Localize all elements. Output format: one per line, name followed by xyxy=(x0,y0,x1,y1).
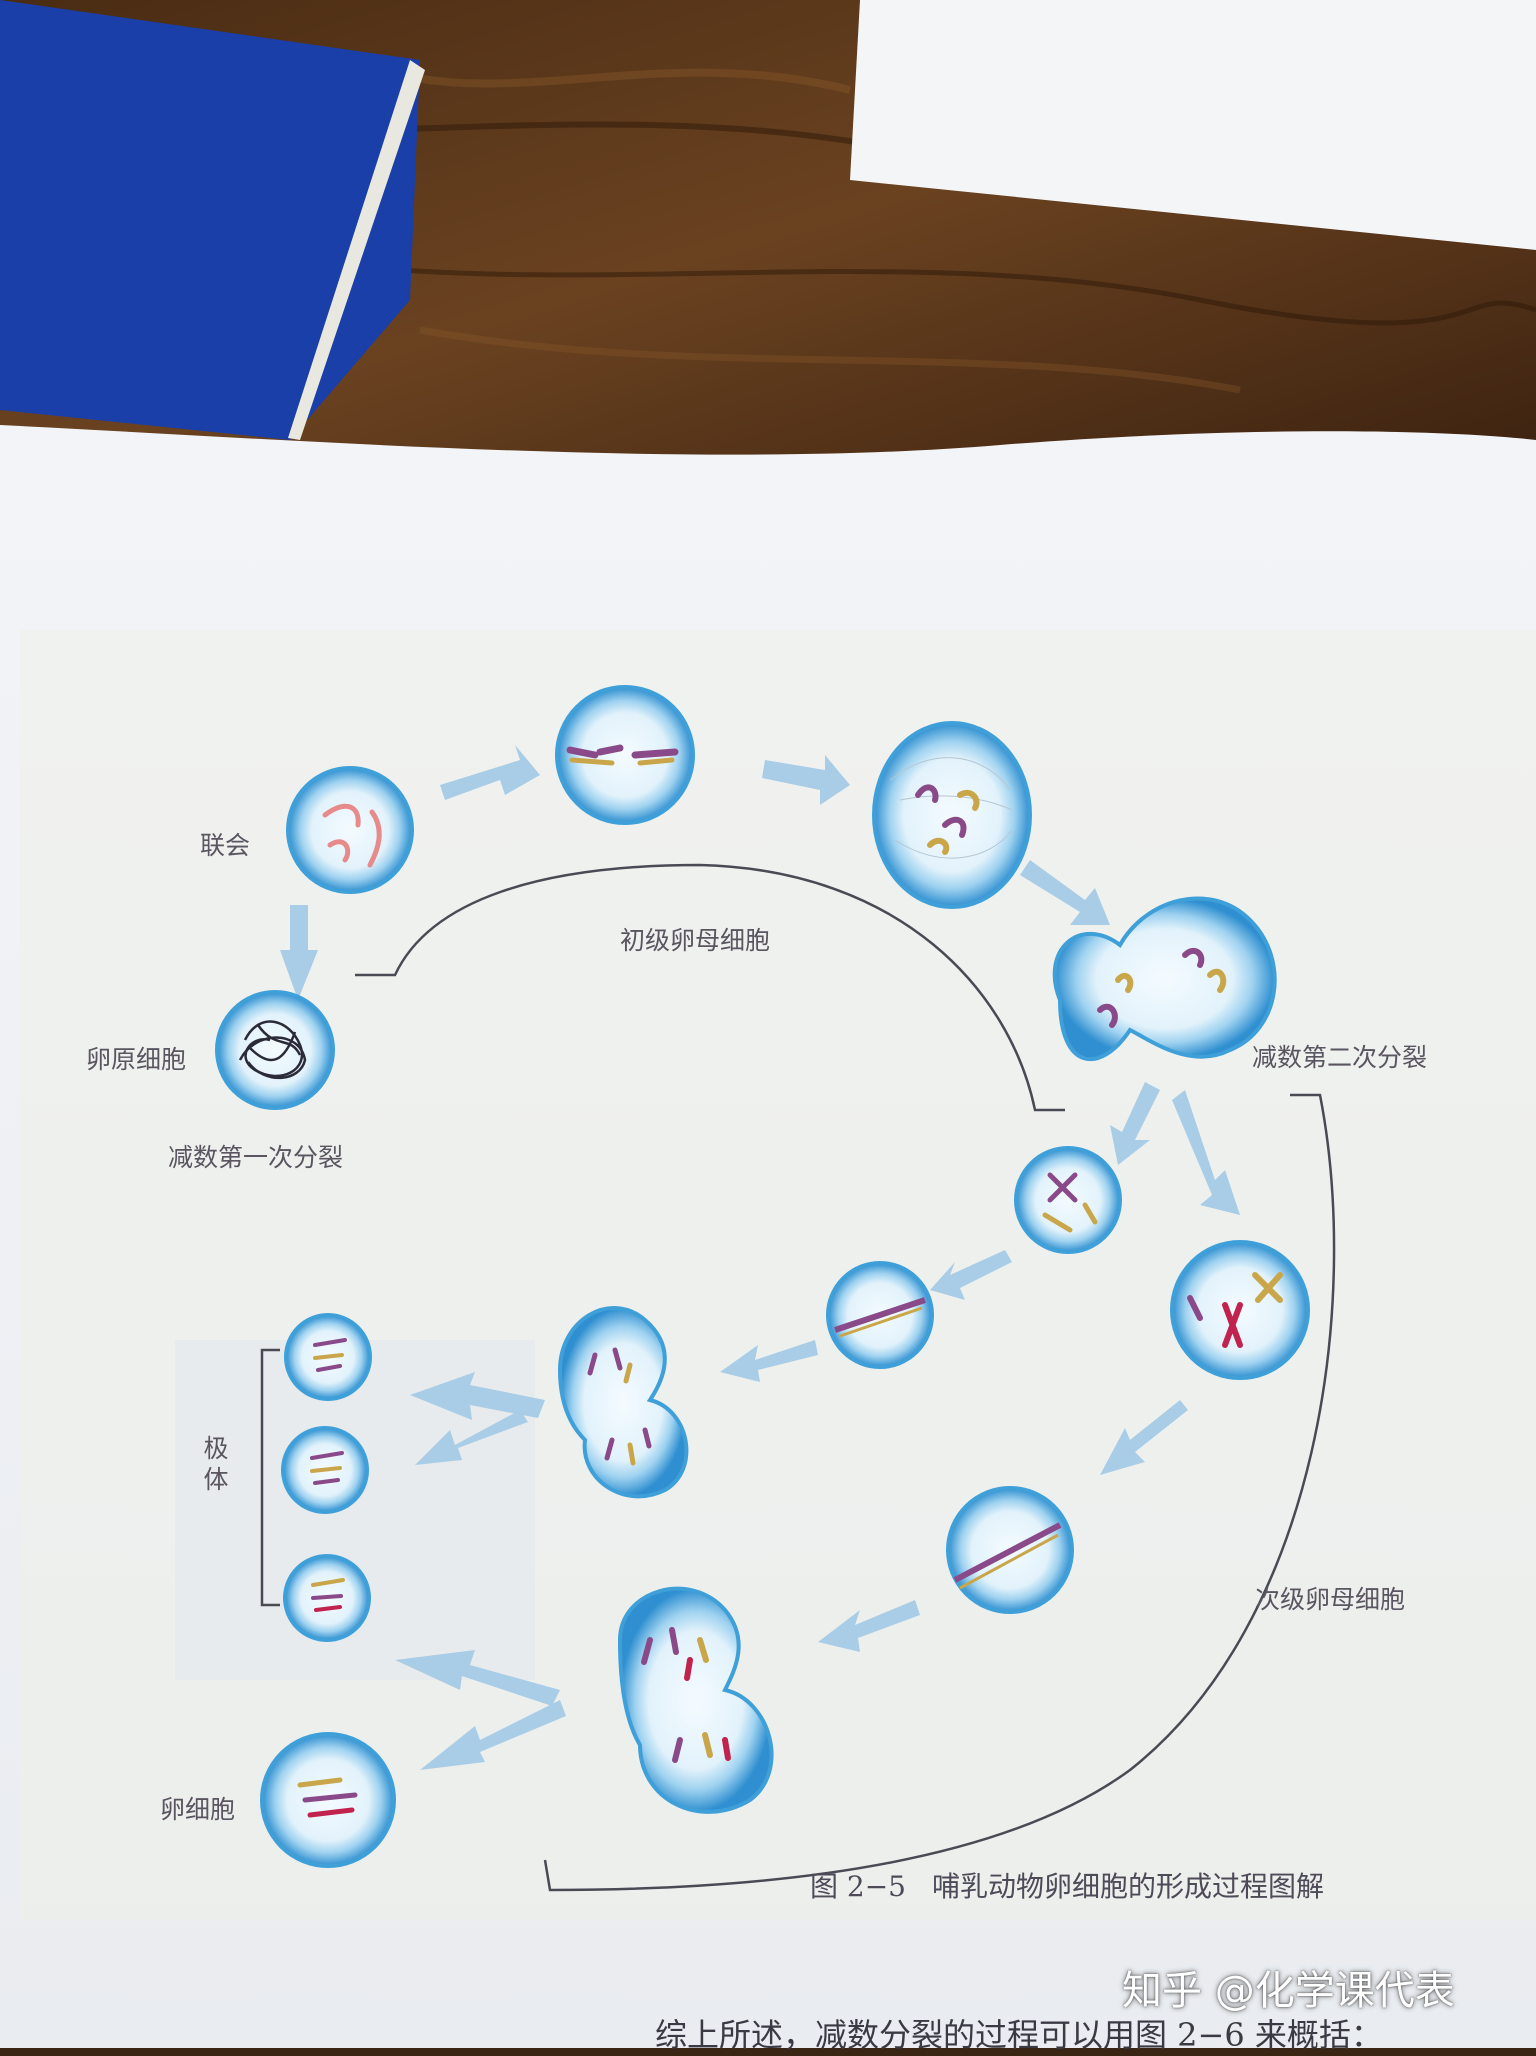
egg-cell-label: 卵细胞 xyxy=(160,1795,236,1824)
metaphase-2-cell xyxy=(946,1486,1074,1614)
polar-body-3 xyxy=(283,1554,371,1642)
figure-number: 图 2−5 xyxy=(810,1870,906,1903)
polar-body-1 xyxy=(284,1313,372,1401)
anaphase-2-polar-cell xyxy=(557,1306,689,1499)
polar-body-2 xyxy=(281,1426,369,1514)
meiosis-1-label: 减数第一次分裂 xyxy=(168,1143,344,1172)
meiosis-2-label: 减数第二次分裂 xyxy=(1252,1043,1428,1072)
figure-caption: 图 2−5 哺乳动物卵细胞的形成过程图解 xyxy=(810,1865,1350,1905)
secondary-oocyte-cell xyxy=(1170,1240,1310,1380)
process-arrows xyxy=(280,745,1240,1770)
white-paper xyxy=(850,0,1536,250)
figure-title: 哺乳动物卵细胞的形成过程图解 xyxy=(932,1870,1325,1903)
metaphase-2-polar-cell xyxy=(826,1261,934,1369)
polar-body-bracket xyxy=(260,1348,280,1607)
blue-book xyxy=(0,0,420,440)
telophase-1-cell xyxy=(1052,896,1277,1061)
egg-cell xyxy=(260,1732,396,1868)
synapsis-cell xyxy=(286,766,414,894)
oogonium-label: 卵原细胞 xyxy=(86,1045,187,1074)
metaphase-1-cell xyxy=(555,685,695,825)
anaphase-2-cell xyxy=(617,1586,774,1814)
anaphase-1-cell xyxy=(872,721,1032,909)
following-text: 综上所述，减数分裂的过程可以用图 2−6 来概括： xyxy=(655,2016,1383,2054)
first-polar-body-cell xyxy=(1014,1146,1122,1254)
zhihu-watermark: 知乎 @化学课代表 xyxy=(1122,1968,1455,2014)
primary-oocyte-bracket xyxy=(355,863,1065,1112)
primary-oocyte-label: 初级卵母细胞 xyxy=(620,926,771,955)
oogonium-cell xyxy=(215,990,335,1110)
secondary-oocyte-label: 次级卵母细胞 xyxy=(1255,1585,1406,1614)
synapsis-label: 联会 xyxy=(200,831,251,860)
polar-body-label: 极体 xyxy=(200,1435,229,1497)
secondary-oocyte-bracket xyxy=(543,1093,1336,1892)
figure-area xyxy=(20,630,1536,1920)
